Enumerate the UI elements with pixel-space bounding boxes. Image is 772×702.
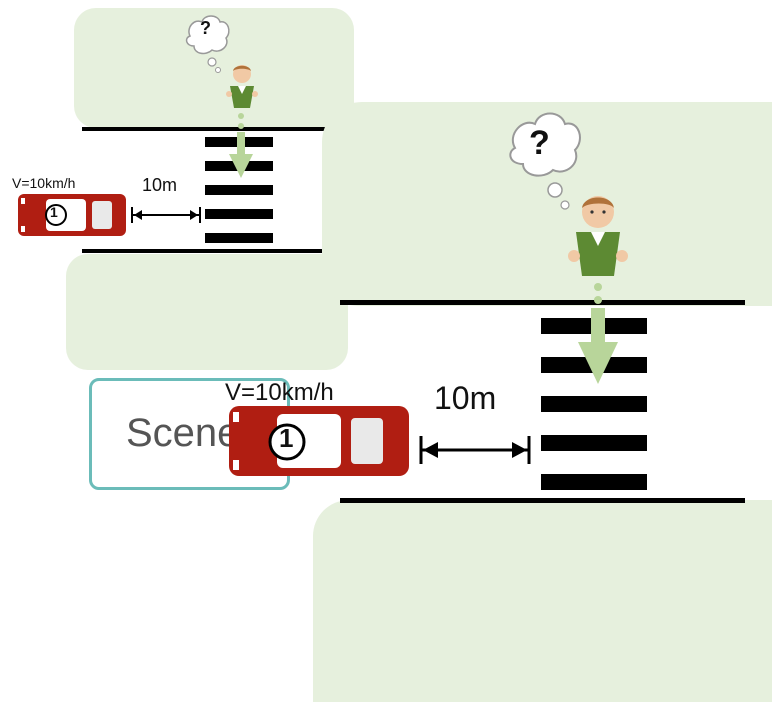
large-pedestrian-icon [568, 196, 628, 276]
large-lower-grass [313, 500, 772, 702]
large-car-icon [229, 406, 409, 476]
large-road-top-line [340, 300, 745, 305]
small-car-number: 1 [50, 204, 58, 220]
small-speed-label: V=10km/h [12, 175, 76, 191]
small-distance-label: 10m [142, 175, 178, 195]
small-thought-bubble [185, 15, 230, 73]
scene-label: Scene [126, 411, 240, 455]
large-distance-arrow [419, 436, 531, 464]
large-question-mark: ? [529, 124, 550, 162]
large-thought-bubble [509, 112, 581, 210]
small-pedestrian-icon [226, 65, 258, 108]
small-road-bottom-line [82, 249, 344, 253]
small-question-mark: ? [200, 18, 211, 38]
large-speed-label: V=10km/h [225, 379, 334, 406]
small-lower-grass [66, 254, 348, 370]
small-distance-arrow [131, 207, 201, 223]
small-road-top-line [82, 127, 344, 131]
large-road-bottom-line [340, 498, 745, 503]
large-walk-arrow [578, 283, 618, 384]
small-car-icon [18, 194, 126, 236]
small-walk-arrow [229, 113, 253, 178]
large-crosswalk [541, 318, 647, 490]
large-distance-label: 10m [434, 380, 497, 416]
large-car-number: 1 [279, 423, 294, 453]
